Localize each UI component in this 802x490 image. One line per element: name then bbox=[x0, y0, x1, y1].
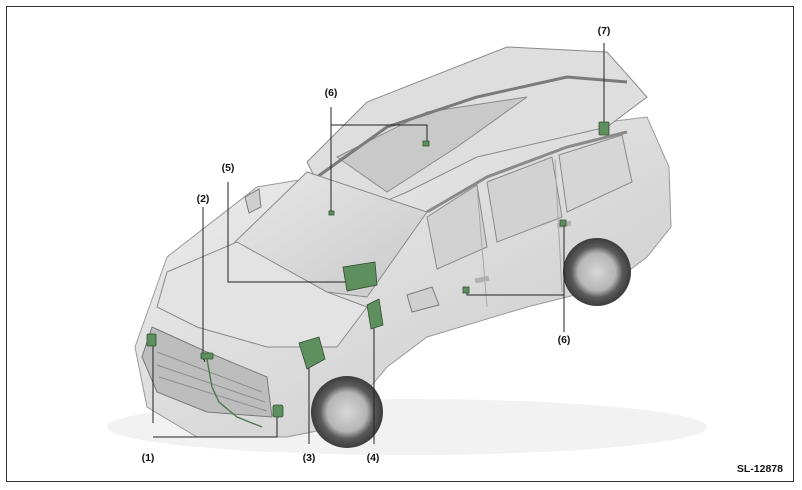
callout-7: (7) bbox=[597, 25, 611, 37]
callout-2: (2) bbox=[196, 193, 210, 205]
vehicle-illustration bbox=[107, 43, 707, 455]
leader-6-top-h bbox=[331, 124, 428, 141]
hood bbox=[156, 241, 368, 348]
callout-5: (5) bbox=[221, 162, 235, 174]
left-side-mirror bbox=[244, 188, 262, 214]
rear-side-window bbox=[486, 156, 563, 243]
component-6-side-sensor-rear bbox=[559, 219, 567, 227]
leader-5 bbox=[227, 182, 353, 283]
reference-code: SL-12878 bbox=[736, 463, 783, 475]
callout-1: (1) bbox=[141, 452, 155, 464]
side-mirror bbox=[406, 286, 440, 313]
rear-wheel bbox=[563, 238, 631, 306]
callout-4: (4) bbox=[366, 452, 380, 464]
quarter-window bbox=[558, 134, 633, 213]
callout-6-side: (6) bbox=[557, 334, 571, 346]
component-7-module bbox=[598, 121, 610, 136]
front-side-window bbox=[426, 184, 488, 270]
component-6-windshield-sensor bbox=[328, 210, 335, 216]
front-wheel bbox=[311, 376, 383, 448]
component-2-harness bbox=[206, 358, 263, 428]
door-seam-front bbox=[476, 186, 488, 308]
component-2-unit bbox=[200, 352, 214, 360]
front-grille bbox=[141, 326, 273, 418]
callout-6-top: (6) bbox=[324, 87, 338, 99]
component-1-left-sensor bbox=[146, 333, 157, 347]
components bbox=[146, 121, 610, 428]
component-4-module bbox=[366, 298, 384, 330]
component-1-right-sensor bbox=[272, 404, 284, 418]
component-6-side-sensor-front bbox=[462, 286, 470, 294]
callout-3: (3) bbox=[302, 452, 316, 464]
roof-rail-left bbox=[316, 75, 628, 179]
component-5-module bbox=[342, 261, 378, 292]
door-handle-front bbox=[474, 275, 490, 284]
roof-rail-right bbox=[426, 130, 628, 214]
component-6-top-sensor bbox=[422, 140, 430, 147]
component-3-module bbox=[298, 336, 326, 370]
diagram-frame: (1) (2) (3) (4) (5) (6) (6) (7) SL-12878 bbox=[6, 6, 794, 482]
